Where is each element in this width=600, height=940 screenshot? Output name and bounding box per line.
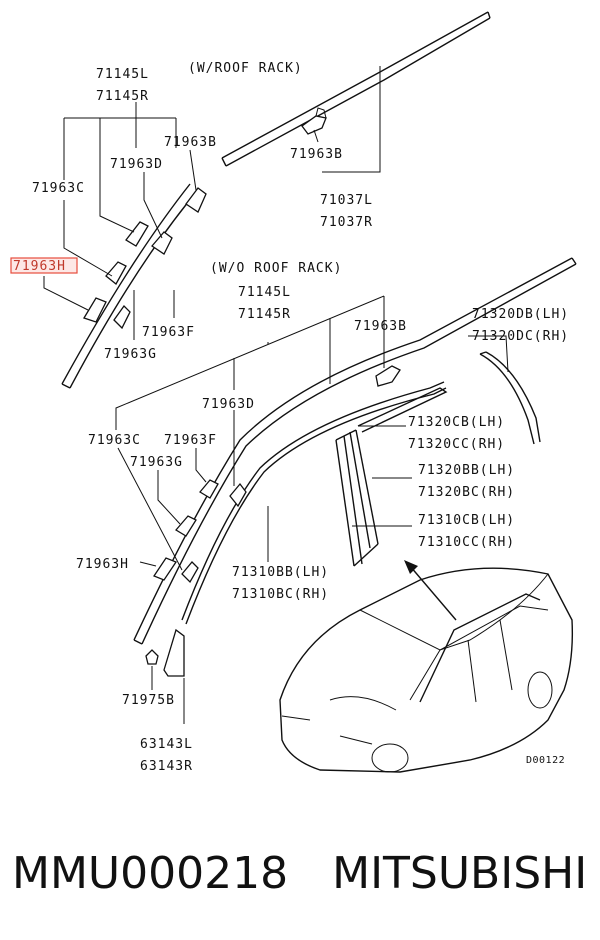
no-roof-rack-assembly [115, 257, 577, 724]
label-71320bb[interactable]: 71320BB(LH) [418, 463, 515, 478]
label-71037r[interactable]: 71037R [320, 215, 373, 230]
label-71310bc[interactable]: 71310BC(RH) [232, 587, 329, 602]
label-71320db[interactable]: 71320DB(LH) [472, 307, 569, 322]
clip-71963h-b[interactable] [153, 557, 177, 581]
clip-71963b-c[interactable] [375, 365, 401, 387]
label-71963f-b[interactable]: 71963F [164, 433, 217, 448]
label-71963d-a[interactable]: 71963D [110, 157, 163, 172]
label-71310cb[interactable]: 71310CB(LH) [418, 513, 515, 528]
label-71963c-a[interactable]: 71963C [32, 181, 85, 196]
clip-71963d-a[interactable] [151, 231, 173, 255]
part-labels: 71145L 71145R (W/ROOF RACK) 71963B 71963… [10, 61, 569, 774]
clip-71963c-a[interactable] [125, 221, 149, 247]
clip-71975b[interactable] [145, 649, 159, 665]
roof-rack-assembly [43, 11, 491, 389]
clip-71963g-b[interactable] [175, 515, 197, 537]
label-71975b[interactable]: 71975B [122, 693, 175, 708]
label-71963g-b[interactable]: 71963G [130, 455, 183, 470]
label-71145l-a[interactable]: 71145L [96, 67, 149, 82]
label-71320dc[interactable]: 71320DC(RH) [472, 329, 569, 344]
label-71963b-a[interactable]: 71963B [164, 135, 217, 150]
diagram-code: D00122 [526, 755, 565, 766]
label-roof-rack: (W/ROOF RACK) [188, 61, 303, 76]
clip-71963b-rack[interactable] [301, 115, 327, 135]
clip-71963f-a[interactable] [113, 304, 131, 330]
clip-71963b-a[interactable] [185, 187, 207, 213]
label-71310cc[interactable]: 71310CC(RH) [418, 535, 515, 550]
label-71037l[interactable]: 71037L [320, 193, 373, 208]
label-71310bb[interactable]: 71310BB(LH) [232, 565, 329, 580]
label-71963h-a[interactable]: 71963H [13, 259, 66, 274]
molding-63143[interactable] [163, 628, 185, 677]
highlight-box [10, 257, 78, 274]
label-71145l-b[interactable]: 71145L [238, 285, 291, 300]
label-no-roof-rack: (W/O ROOF RACK) [210, 261, 342, 276]
car-illustration [279, 560, 573, 773]
label-71963g-a[interactable]: 71963G [104, 347, 157, 362]
clip-71963d-b[interactable] [229, 482, 247, 508]
footer-caption: MMU000218 MITSUBISHI [0, 838, 600, 908]
label-71320bc[interactable]: 71320BC(RH) [418, 485, 515, 500]
clip-71963c-b[interactable] [181, 561, 199, 584]
clip-71963f-b[interactable] [199, 479, 219, 499]
label-71963h-b[interactable]: 71963H [76, 557, 129, 572]
label-71963f-a[interactable]: 71963F [142, 325, 195, 340]
label-71963b-c[interactable]: 71963B [354, 319, 407, 334]
label-71320cc[interactable]: 71320CC(RH) [408, 437, 505, 452]
clip-71963h-a[interactable] [83, 297, 107, 323]
label-71963b-b[interactable]: 71963B [290, 147, 343, 162]
label-71145r-b[interactable]: 71145R [238, 307, 291, 322]
label-71145r-a[interactable]: 71145R [96, 89, 149, 104]
label-71963c-b[interactable]: 71963C [88, 433, 141, 448]
label-71963d-b[interactable]: 71963D [202, 397, 255, 412]
brand-name: MITSUBISHI [332, 847, 588, 899]
clip-71963c-a2[interactable] [105, 261, 127, 285]
label-63143r[interactable]: 63143R [140, 759, 193, 774]
label-71320cb[interactable]: 71320CB(LH) [408, 415, 505, 430]
part-number: MMU000218 [12, 847, 289, 899]
label-63143l[interactable]: 63143L [140, 737, 193, 752]
